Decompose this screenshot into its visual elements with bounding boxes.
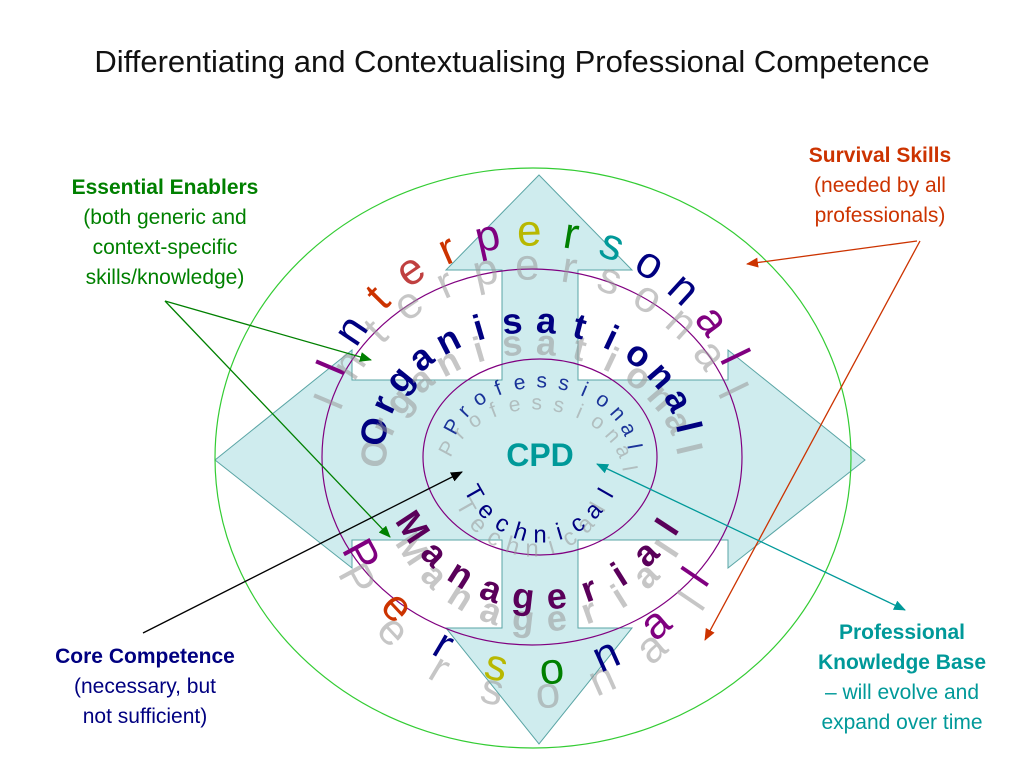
core-competence-line: not sufficient): [82, 705, 208, 728]
essential-enablers-line: (both generic and: [83, 206, 247, 229]
organisational-shadow-letter: a: [535, 321, 559, 363]
managerial-letter: e: [544, 575, 569, 618]
knowledge-base-double-arrow: [596, 463, 906, 611]
managerial-shadow-letter: g: [510, 596, 537, 639]
survival-skills-heading: Survival Skills: [808, 144, 952, 167]
personal-letter: o: [537, 644, 566, 695]
essential-enablers-callout: Essential Enablers (both generic and con…: [20, 173, 310, 293]
managerial-letter: g: [510, 574, 537, 617]
inner-circle-professional: [422, 358, 658, 556]
technical-letter: n: [533, 522, 546, 549]
four-way-arrow-shape: [214, 174, 866, 745]
core-competence-callout: Core Competence (necessary, but not suff…: [20, 642, 270, 732]
enablers-arrow-to-organisational: [164, 300, 372, 362]
knowledge-base-line: expand over time: [821, 711, 983, 734]
professional-shadow-letter: e: [507, 392, 523, 417]
knowledge-base-line: – will evolve and: [824, 681, 980, 704]
professional-shadow-letter: s: [551, 393, 566, 418]
essential-enablers-line: skills/knowledge): [85, 266, 245, 289]
knowledge-base-line: Knowledge Base: [817, 651, 987, 674]
core-competence-heading: Core Competence: [55, 645, 235, 668]
organisational-letter: s: [500, 300, 524, 343]
technical-shadow-letter: n: [525, 536, 538, 563]
interpersonal-shadow-letter: e: [514, 240, 540, 290]
middle-circle-organisational: [321, 268, 743, 646]
outer-circle-interpersonal: [214, 167, 852, 749]
survival-arrow-to-interpersonal: [746, 240, 918, 268]
managerial-shadow-letter: e: [544, 597, 569, 640]
professional-shadow-letter: s: [531, 391, 542, 414]
enablers-arrow-to-managerial: [164, 300, 391, 538]
core-competence-line: (necessary, but: [73, 675, 216, 698]
organisational-shadow-letter: s: [500, 322, 524, 365]
page-title: Differentiating and Contextualising Prof…: [94, 44, 930, 79]
personal-shadow-letter: o: [533, 668, 562, 719]
professional-letter: s: [536, 369, 547, 392]
knowledge-base-callout: Professional Knowledge Base – will evolv…: [784, 618, 1020, 738]
professional-letter: e: [512, 370, 528, 395]
core-arrow-to-cpd: [142, 471, 463, 634]
professional-letter: l: [622, 442, 645, 451]
knowledge-base-heading: Professional: [838, 621, 966, 644]
essential-enablers-line: context-specific: [92, 236, 238, 259]
cpd-label: CPD: [506, 437, 574, 473]
essential-enablers-heading: Essential Enablers: [71, 176, 259, 199]
professional-letter: s: [556, 371, 571, 396]
survival-skills-line: (needed by all: [814, 174, 946, 197]
interpersonal-letter: e: [516, 206, 542, 256]
organisational-letter: a: [535, 299, 559, 341]
survival-skills-line: professionals): [814, 204, 946, 227]
survival-skills-callout: Survival Skills (needed by all professio…: [765, 141, 995, 231]
